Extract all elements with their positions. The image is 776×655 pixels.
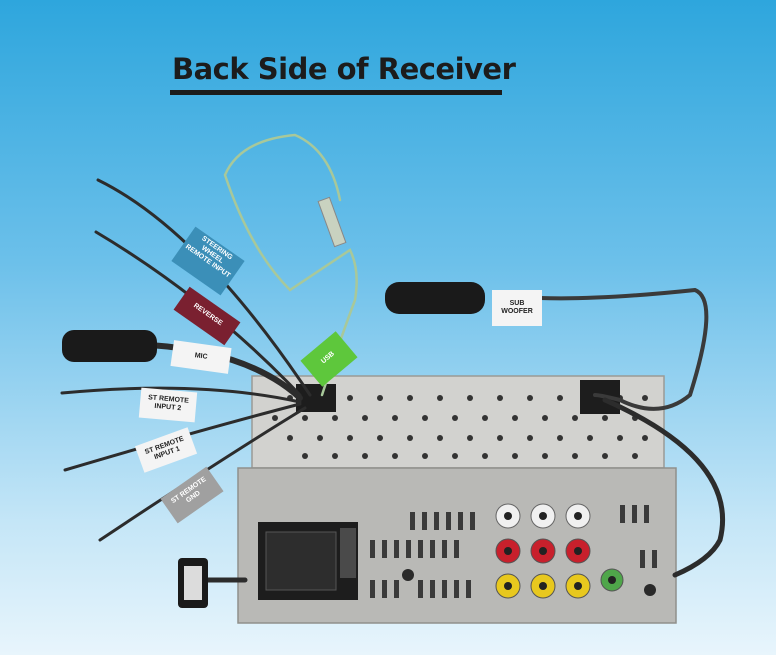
- mic-plug: [62, 330, 157, 362]
- st-remote-input-2-tag: ST REMOTE INPUT 2: [138, 387, 198, 423]
- vent-holes: [272, 395, 648, 459]
- page-title: Back Side of Receiver: [172, 52, 516, 86]
- fuse: [340, 528, 356, 578]
- title-underline: [170, 90, 502, 95]
- rca-jacks: [495, 503, 624, 599]
- sub-woofer-tag: SUB WOOFER: [492, 290, 542, 326]
- subwoofer-plug: [385, 282, 485, 314]
